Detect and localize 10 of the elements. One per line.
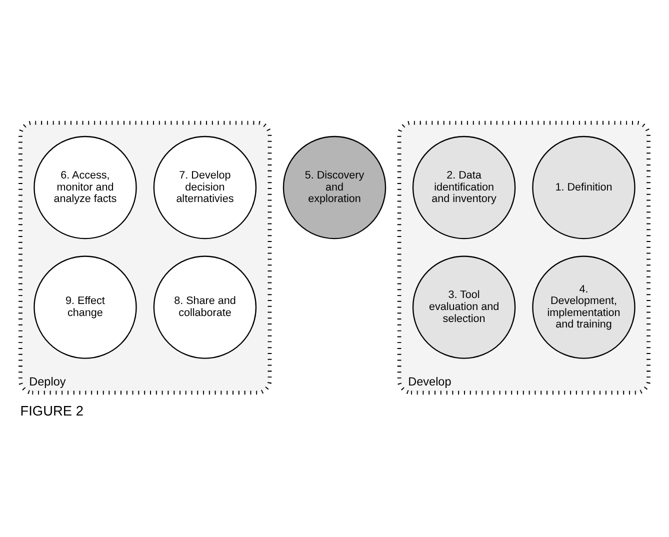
node-circle: 8. Share and collaborate	[153, 255, 257, 358]
node-circle: 9. Effect change	[34, 255, 137, 358]
caption: FIGURE 2	[20, 402, 84, 418]
node-circle: 5. Discovery and exploration	[282, 135, 386, 239]
node-circle: 4. Development, implementation and training	[532, 255, 636, 358]
node-circle: 6. Access, monitor and analyze facts	[34, 135, 137, 239]
node-circle: 1. Definition	[532, 135, 636, 239]
node-circle: 2. Data identification and inventory	[412, 135, 516, 239]
node-circle: 7. Develop decision alternativies	[153, 135, 257, 239]
node-circle: 3. Tool evaluation and selection	[412, 255, 516, 358]
